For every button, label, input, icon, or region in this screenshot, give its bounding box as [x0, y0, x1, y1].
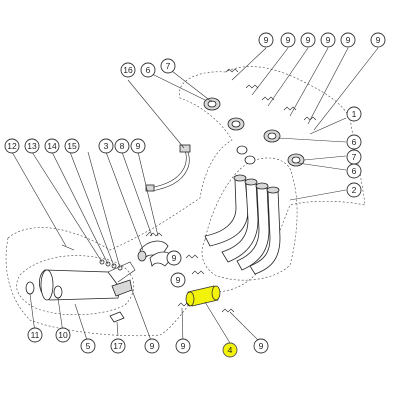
callout-2: 2: [346, 182, 362, 198]
callout-label: 9: [286, 35, 291, 45]
callout-label: 14: [47, 141, 57, 151]
callout-9: 9: [166, 250, 182, 266]
callout-5: 5: [80, 338, 96, 354]
callout-11: 11: [27, 327, 43, 343]
callout-label: 6: [352, 137, 357, 147]
callout-9: 9: [253, 338, 269, 354]
callout-label: 9: [172, 253, 177, 263]
springs: [149, 68, 317, 313]
gasket-rings: [203, 97, 305, 167]
callout-9: 9: [175, 338, 191, 354]
callout-9: 9: [280, 32, 296, 48]
callout-6: 6: [346, 163, 362, 179]
callout-label: 9: [176, 275, 181, 285]
callout-label: 4: [228, 345, 233, 355]
muffler-outline: [16, 255, 134, 315]
callout-label: 8: [120, 141, 125, 151]
link-pipe-highlighted: [185, 285, 221, 307]
callout-label: 6: [352, 166, 357, 176]
callout-9: 9: [300, 32, 316, 48]
callout-9: 9: [130, 138, 146, 154]
callout-label: 10: [58, 330, 68, 340]
callout-label: 13: [27, 141, 37, 151]
callout-label: 7: [352, 152, 357, 162]
header-pipes-outline: [201, 157, 298, 281]
callout-label: 9: [259, 341, 264, 351]
callout-label: 9: [306, 35, 311, 45]
callout-7: 7: [346, 149, 362, 165]
callout-16: 16: [120, 62, 136, 78]
callout-17: 17: [110, 338, 126, 354]
callout-label: 9: [181, 341, 186, 351]
callout-4-highlighted: 4: [222, 342, 238, 358]
callout-3: 3: [98, 138, 114, 154]
callout-9: 9: [258, 32, 274, 48]
callout-9: 9: [340, 32, 356, 48]
callout-label: 15: [67, 141, 77, 151]
callout-10: 10: [55, 327, 71, 343]
header-pipes: [204, 174, 281, 275]
callout-6: 6: [140, 62, 156, 78]
callout-label: 9: [326, 35, 331, 45]
callout-8: 8: [114, 138, 130, 154]
callout-label: 3: [104, 141, 109, 151]
callout-label: 6: [146, 65, 151, 75]
rear-bracket: [109, 311, 125, 337]
sensor-wire: [145, 144, 191, 192]
callout-label: 9: [264, 35, 269, 45]
callout-1: 1: [346, 106, 362, 122]
callout-label: 11: [31, 330, 40, 340]
callout-label: 9: [376, 35, 381, 45]
callout-15: 15: [64, 138, 80, 154]
callout-label: 9: [346, 35, 351, 45]
callout-9: 9: [144, 338, 160, 354]
callout-13: 13: [24, 138, 40, 154]
y-collector: [137, 240, 173, 267]
leader-lines: [11, 47, 379, 344]
callout-7: 7: [160, 58, 176, 74]
callout-label: 7: [166, 61, 171, 71]
callout-9: 9: [370, 32, 386, 48]
callout-9: 9: [320, 32, 336, 48]
callout-9: 9: [170, 272, 186, 288]
callout-12: 12: [4, 138, 20, 154]
callout-label: 12: [7, 141, 17, 151]
callout-label: 16: [123, 65, 133, 75]
callout-label: 5: [86, 341, 91, 351]
mounting-hardware: [25, 244, 123, 299]
callout-14: 14: [44, 138, 60, 154]
system-outline: [5, 66, 366, 337]
callout-label: 17: [113, 341, 123, 351]
callout-label: 1: [352, 109, 357, 119]
callout-label: 2: [352, 185, 357, 195]
callout-label: 9: [150, 341, 155, 351]
callout-6: 6: [346, 134, 362, 150]
callout-label: 9: [136, 141, 141, 151]
